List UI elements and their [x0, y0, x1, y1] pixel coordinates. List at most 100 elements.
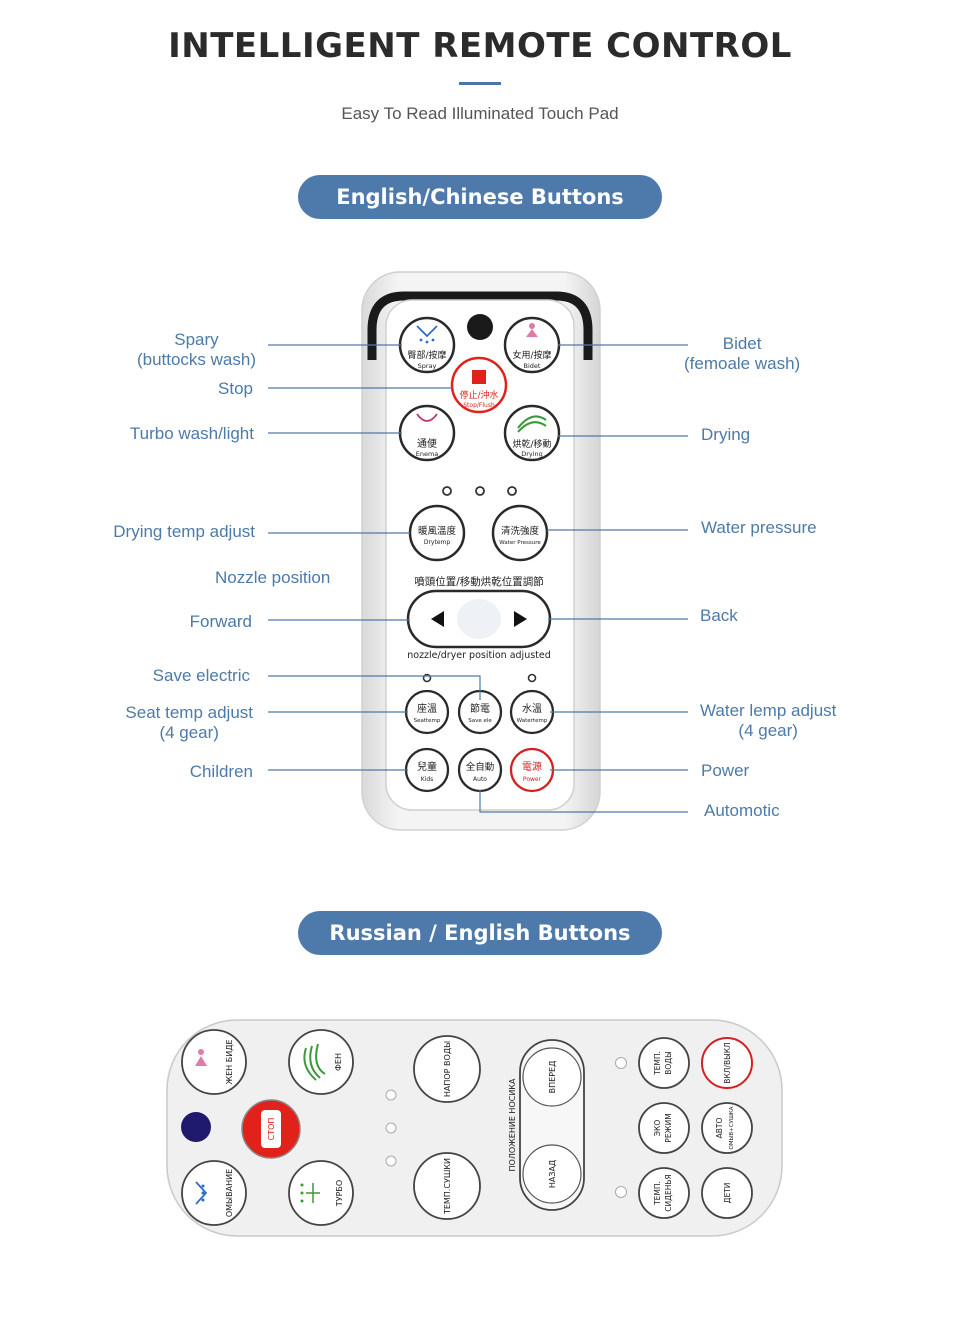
page-title: INTELLIGENT REMOTE CONTROL — [168, 26, 792, 66]
label-water-temp: Water lemp adjust (4 gear) — [700, 701, 837, 740]
indicator-light — [385, 1122, 397, 1134]
stop-cn-label: 停止/沖水 — [459, 389, 498, 401]
enema-en-label: Enema — [416, 450, 439, 458]
kids-button[interactable]: 兒童 Kids — [404, 747, 450, 793]
ir-sensor-icon — [181, 1112, 211, 1142]
water-temp-label-2: ВОДЫ — [664, 1051, 673, 1075]
seat-en-label: Seattemp — [414, 718, 441, 724]
drying-en-label: Drying — [521, 450, 543, 458]
eco-button[interactable]: ЭКО РЕЖИМ — [638, 1102, 690, 1154]
auto-en-label: Auto — [473, 776, 487, 783]
spray-button[interactable]: 臀部/按摩 Spray — [398, 316, 456, 374]
seat-temp-button[interactable]: ТЕМП. СИДЕНЬЯ — [638, 1167, 690, 1219]
drying-temp-button[interactable]: ТЕМП.СУШКИ — [413, 1152, 481, 1220]
drying-cn-label: 烘乾/移動 — [512, 438, 551, 450]
label-water-pressure: Water pressure — [701, 518, 817, 537]
forward-button[interactable]: ВПЕРЕД — [522, 1047, 582, 1107]
eco-label-2: РЕЖИМ — [664, 1113, 673, 1142]
auto-cn-label: 全自動 — [466, 761, 495, 773]
remote-cn-illustration: 臀部/按摩 Spray 女用/按摩 Bidet 停止/沖水 Stop/Flush… — [268, 271, 688, 831]
dry-temp-label: ТЕМП.СУШКИ — [443, 1158, 452, 1215]
indicator-light — [385, 1089, 397, 1101]
seat-temp-button[interactable]: 座溫 Seattemp — [404, 689, 450, 735]
auto-button[interactable]: 全自動 Auto — [457, 747, 503, 793]
bidet-en-label: Bidet — [524, 362, 541, 370]
save-cn-label: 節電 — [470, 702, 490, 715]
bidet-label: ЖЕН БИДЕ — [225, 1039, 234, 1084]
spray-cn-label: 臀部/按摩 — [407, 349, 446, 361]
drying-button[interactable]: 烘乾/移動 Drying — [503, 404, 561, 462]
remote-ru-illustration: ЖЕН БИДЕ ФЕН СТОП ОМЫВАНИЕ ТУРБО НАПОР В… — [166, 1019, 783, 1237]
drying-button[interactable]: ФЕН — [288, 1029, 354, 1095]
label-save-electric: Save electric — [152, 666, 250, 685]
water-pressure-button[interactable]: 清洗強度 Water Pressure — [491, 504, 549, 562]
kids-cn-label: 兒童 — [417, 760, 437, 773]
label-seat-temp: Seat temp adjust (4 gear) — [125, 703, 253, 742]
stop-label: СТОП — [267, 1118, 276, 1141]
eco-label-1: ЭКО — [653, 1120, 662, 1137]
kids-en-label: Kids — [421, 776, 434, 783]
drytemp-cn-label: 暖風溫度 — [418, 525, 457, 537]
label-nozzle-position: Nozzle position — [215, 568, 331, 587]
title-underline — [459, 82, 501, 85]
label-turbo-wash: Turbo wash/light — [129, 424, 254, 443]
wash-button[interactable]: ОМЫВАНИЕ — [181, 1160, 247, 1226]
indicator-light — [385, 1155, 397, 1167]
kids-label: ДЕТИ — [723, 1183, 732, 1204]
bidet-button[interactable]: 女用/按摩 Bidet — [503, 316, 561, 374]
power-en-label: Power — [523, 776, 542, 783]
seat-cn-label: 座溫 — [417, 702, 437, 715]
auto-button[interactable]: АВТО ОМЫВ+СУШКА — [701, 1102, 753, 1154]
label-automatic: Automotic — [704, 801, 780, 820]
auto-label-2: ОМЫВ+СУШКА — [729, 1106, 735, 1149]
forward-label: ВПЕРЕД — [548, 1061, 557, 1094]
remote-cn-top-bezel — [367, 291, 593, 360]
save-en-label: Save ele — [468, 718, 492, 724]
label-bidet: Bidet (femoale wash) — [684, 334, 801, 373]
indicator-light — [442, 486, 452, 496]
indicator-light — [527, 673, 537, 683]
water-pressure-button[interactable]: НАПОР ВОДЫ — [413, 1035, 481, 1103]
enema-cn-label: 通便 — [417, 437, 437, 450]
power-cn-label: 電源 — [522, 760, 542, 773]
nozzle-en-label: nozzle/dryer position adjusted — [407, 650, 551, 661]
label-back: Back — [700, 606, 738, 625]
water-temp-label-1: ТЕМП. — [653, 1051, 662, 1076]
nozzle-cn-label: 噴頭位置/移動烘乾位置調節 — [414, 575, 544, 588]
label-drying: Drying — [701, 425, 751, 444]
kids-button[interactable]: ДЕТИ — [701, 1167, 753, 1219]
power-button[interactable]: ВКЛ/ВЫКЛ — [701, 1037, 753, 1089]
bidet-button[interactable]: ЖЕН БИДЕ — [181, 1029, 247, 1095]
water-en-label: Watertemp — [517, 718, 548, 724]
turbo-button[interactable]: ТУРБО — [288, 1160, 354, 1226]
leader-lines — [268, 344, 688, 813]
wash-label: ОМЫВАНИЕ — [225, 1169, 234, 1217]
turbo-wash-button[interactable]: 通便 Enema — [398, 404, 456, 462]
power-label: ВКЛ/ВЫКЛ — [723, 1042, 732, 1083]
pressure-en-label: Water Pressure — [499, 540, 541, 546]
water-temp-button[interactable]: ТЕМП. ВОДЫ — [638, 1037, 690, 1089]
stop-button[interactable]: СТОП — [241, 1099, 301, 1159]
fen-label: ФЕН — [334, 1053, 343, 1071]
label-stop: Stop — [218, 379, 253, 398]
water-cn-label: 水溫 — [522, 703, 542, 715]
back-button[interactable]: НАЗАД — [522, 1144, 582, 1204]
back-arrow-icon[interactable] — [514, 611, 527, 627]
indicator-light — [615, 1186, 627, 1198]
seat-temp-label-2: СИДЕНЬЯ — [664, 1174, 673, 1211]
label-spray: Spary (buttocks wash) — [136, 330, 256, 369]
forward-arrow-icon[interactable] — [431, 611, 444, 627]
bidet-cn-label: 女用/按摩 — [512, 349, 551, 361]
auto-label-1: АВТО — [715, 1118, 724, 1139]
drying-temp-button[interactable]: 暖風溫度 Drytemp — [408, 504, 466, 562]
water-temp-button[interactable]: 水溫 Watertemp — [509, 689, 555, 735]
power-button[interactable]: 電源 Power — [509, 747, 555, 793]
stop-button[interactable]: 停止/沖水 Stop/Flush — [450, 356, 508, 414]
turbo-label: ТУРБО — [335, 1180, 344, 1207]
pressure-cn-label: 清洗強度 — [501, 525, 540, 537]
label-drying-temp: Drying temp adjust — [113, 522, 255, 541]
nozzle-position-label: ПОЛОЖЕНИЕ НОСИКА — [508, 1078, 517, 1171]
stop-en-label: Stop/Flush — [463, 402, 495, 409]
ir-sensor-icon — [467, 314, 493, 340]
label-power: Power — [701, 761, 750, 780]
